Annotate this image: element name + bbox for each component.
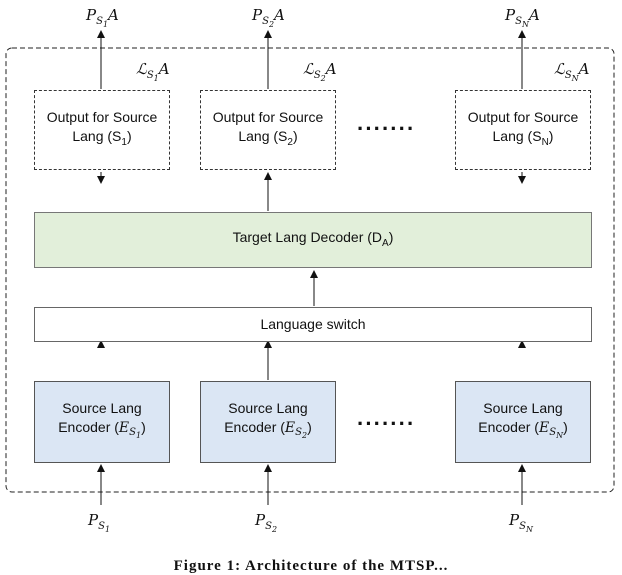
output-prob-label-3: PSNA bbox=[505, 6, 540, 29]
output-box-label-line2: Lang (SN) bbox=[492, 128, 554, 148]
outer-dashed-frame bbox=[5, 47, 615, 493]
output-prob-label-2: PS2A bbox=[252, 6, 285, 29]
output-box-3: Output for Source Lang (SN) bbox=[455, 90, 591, 170]
output-box-2: Output for Source Lang (S2) bbox=[200, 90, 336, 170]
output-prob-label-1: PS1A bbox=[86, 6, 119, 29]
encoder-label-line2: Encoder (ES2) bbox=[224, 418, 312, 441]
decoder-label: Target Lang Decoder (DA) bbox=[232, 228, 394, 249]
ellipsis-encoders: ······· bbox=[357, 411, 416, 436]
output-box-label-line1: Output for Source bbox=[467, 109, 579, 126]
language-switch-label: Language switch bbox=[260, 316, 366, 332]
source-lang-encoder-3: Source Lang Encoder (ESN) bbox=[455, 381, 591, 463]
language-switch: Language switch bbox=[34, 307, 592, 342]
ellipsis-outputs: ······· bbox=[357, 116, 416, 141]
input-prob-label-1: PS1 bbox=[88, 511, 111, 534]
loss-label-2: ℒS2A bbox=[303, 60, 337, 83]
input-prob-label-3: PSN bbox=[509, 511, 533, 534]
figure-caption: Figure 1: Architecture of the MTSP... bbox=[173, 558, 449, 574]
encoder-label-line1: Source Lang bbox=[228, 399, 308, 416]
output-box-label-line1: Output for Source bbox=[46, 109, 158, 126]
encoder-label-line2: Encoder (ESN) bbox=[478, 418, 568, 441]
source-lang-encoder-2: Source Lang Encoder (ES2) bbox=[200, 381, 336, 463]
source-lang-encoder-1: Source Lang Encoder (ES1) bbox=[34, 381, 170, 463]
output-box-1: Output for Source Lang (S1) bbox=[34, 90, 170, 170]
loss-label-1: ℒS1A bbox=[136, 60, 170, 83]
encoder-label-line1: Source Lang bbox=[483, 399, 563, 416]
output-box-label-line2: Lang (S2) bbox=[238, 128, 298, 148]
loss-label-3: ℒSNA bbox=[554, 60, 590, 83]
output-box-label-line1: Output for Source bbox=[212, 109, 324, 126]
encoder-label-line1: Source Lang bbox=[62, 399, 142, 416]
target-lang-decoder: Target Lang Decoder (DA) bbox=[34, 212, 592, 268]
input-prob-label-2: PS2 bbox=[255, 511, 278, 534]
encoder-label-line2: Encoder (ES1) bbox=[58, 418, 146, 441]
output-box-label-line2: Lang (S1) bbox=[72, 128, 132, 148]
